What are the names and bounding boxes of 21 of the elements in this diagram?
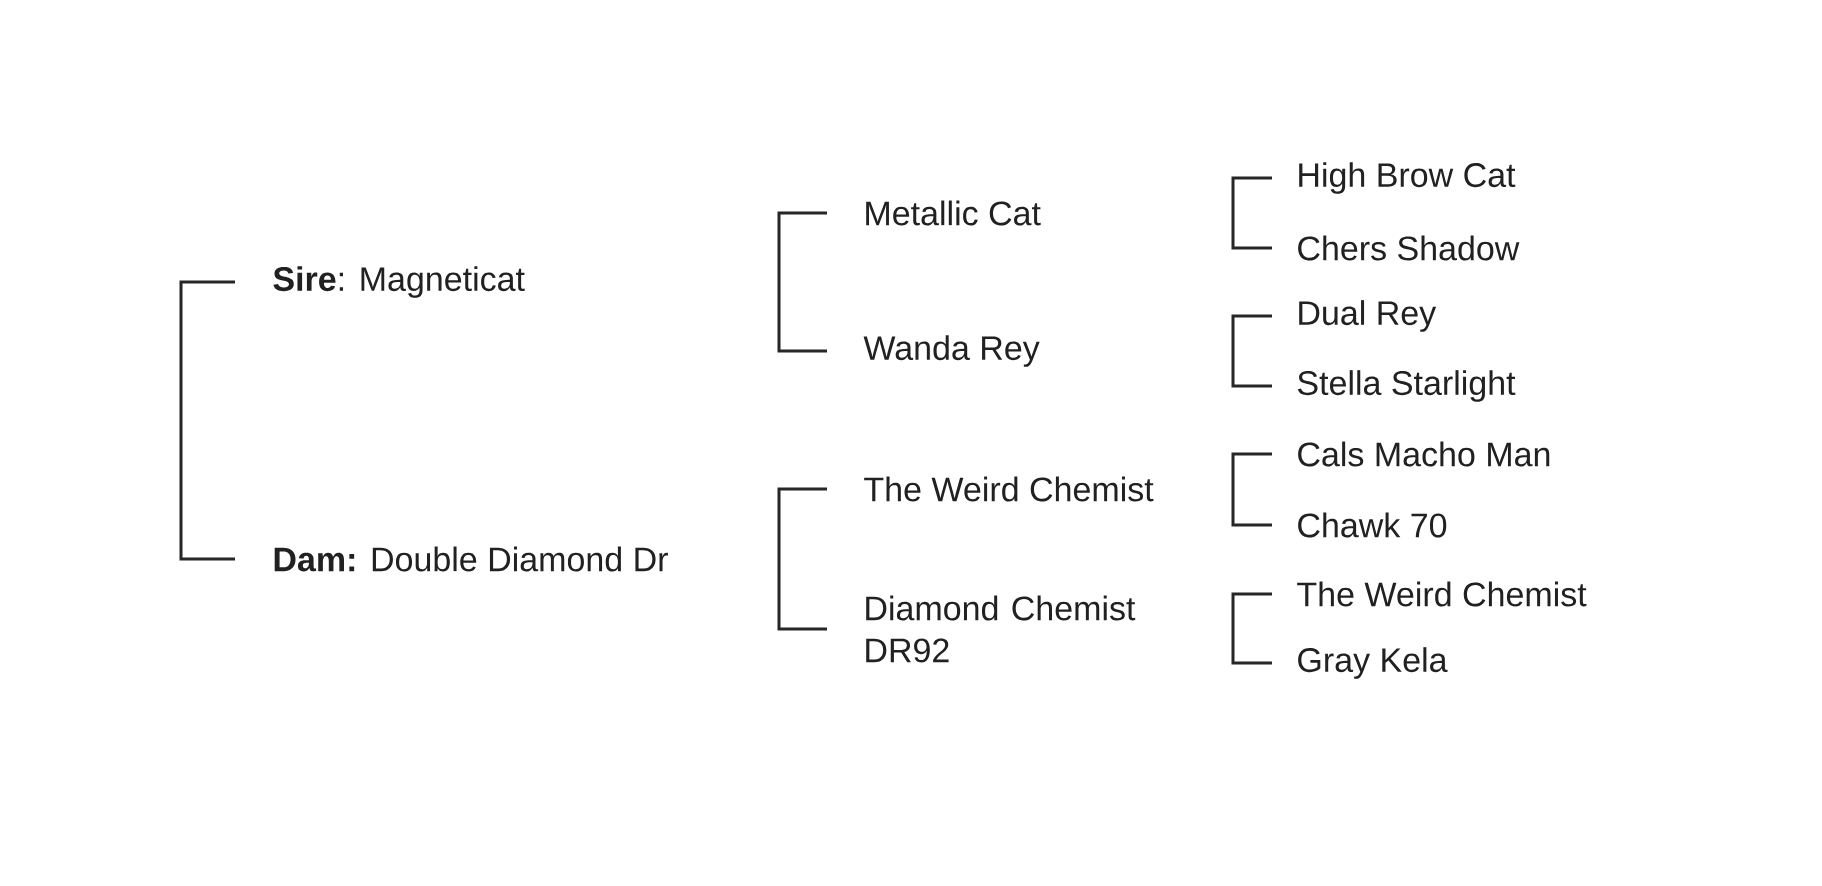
horse-name: Chers Shadow: [1298, 235, 1520, 261]
horse-name: Diamond Chemist DR92: [866, 595, 1136, 663]
horse-name: Metallic Cat: [866, 200, 1041, 226]
bracket-line: [1231, 314, 1272, 388]
horse-name: Wanda Rey: [863, 335, 1040, 367]
horse-name: Cals Macho Man: [1298, 441, 1550, 467]
bracket-line: [1231, 176, 1272, 250]
bracket-line: [1231, 592, 1272, 665]
horse-name: High Brow Cat: [1299, 162, 1516, 194]
horse-name: Dual Rey: [1299, 300, 1437, 332]
bracket-line: [179, 280, 235, 561]
bracket-line: [777, 487, 827, 631]
horse-name: The Weird Chemist: [1297, 581, 1587, 607]
horse-name: Sire: Magneticat: [273, 266, 525, 298]
bracket-line: [1231, 452, 1272, 527]
bracket-line: [777, 211, 827, 353]
horse-name: Chawk 70: [1298, 512, 1447, 538]
horse-name: Dam: Double Diamond Dr: [274, 546, 668, 572]
horse-name: Gray Kela: [1298, 647, 1448, 679]
horse-name: The Weird Chemist: [864, 476, 1154, 502]
horse-name: Stella Starlight: [1297, 370, 1516, 402]
